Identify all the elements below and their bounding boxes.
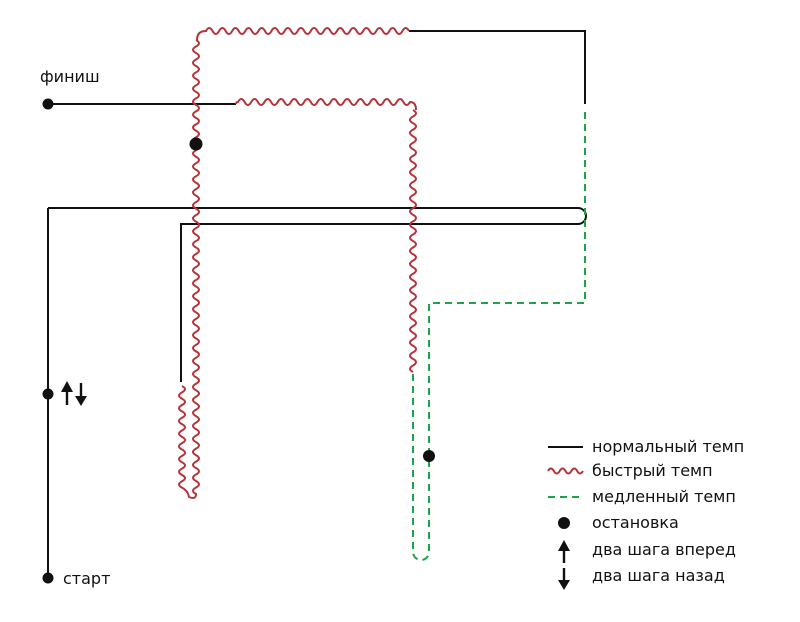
forward-back-arrows [61,381,87,406]
finish-label: финиш [40,67,100,86]
legend-stop-label: остановка [592,513,679,532]
legend-back-arrow-icon [558,568,570,590]
long-loop-line [48,207,587,382]
legend-forward-arrow-icon [558,540,570,563]
legend-back-label: два шага назад [592,566,725,585]
steps-dot [42,388,54,400]
arrow-up-icon [61,381,73,405]
arrow-down-icon [75,383,87,406]
legend-forward-label: два шага вперед [592,540,736,559]
start-dot [42,572,54,584]
slow-pace-segments [412,112,586,561]
normal-pace-segments [47,30,587,578]
legend-fast-label: быстрый темп [592,461,713,480]
fast-left-column [196,27,410,41]
fast-middle-row [235,98,417,111]
legend-slow-label: медленный темп [592,487,736,506]
slow-right-column [412,112,586,561]
legend-normal-label: нормальный темп [592,437,745,456]
finish-dot [42,98,54,110]
top-right-line [409,30,586,104]
fast-middle-column [409,109,417,373]
fast-pace-segments [178,27,417,499]
stop-dot-upper [189,137,203,151]
stop-dot-lower [423,450,435,462]
legend-fast-symbol [547,467,584,475]
route-markers [42,98,435,584]
start-label: старт [63,569,111,588]
fast-top-row [178,39,200,499]
legend-stop-symbol [558,517,570,529]
legend-symbols [547,446,584,590]
